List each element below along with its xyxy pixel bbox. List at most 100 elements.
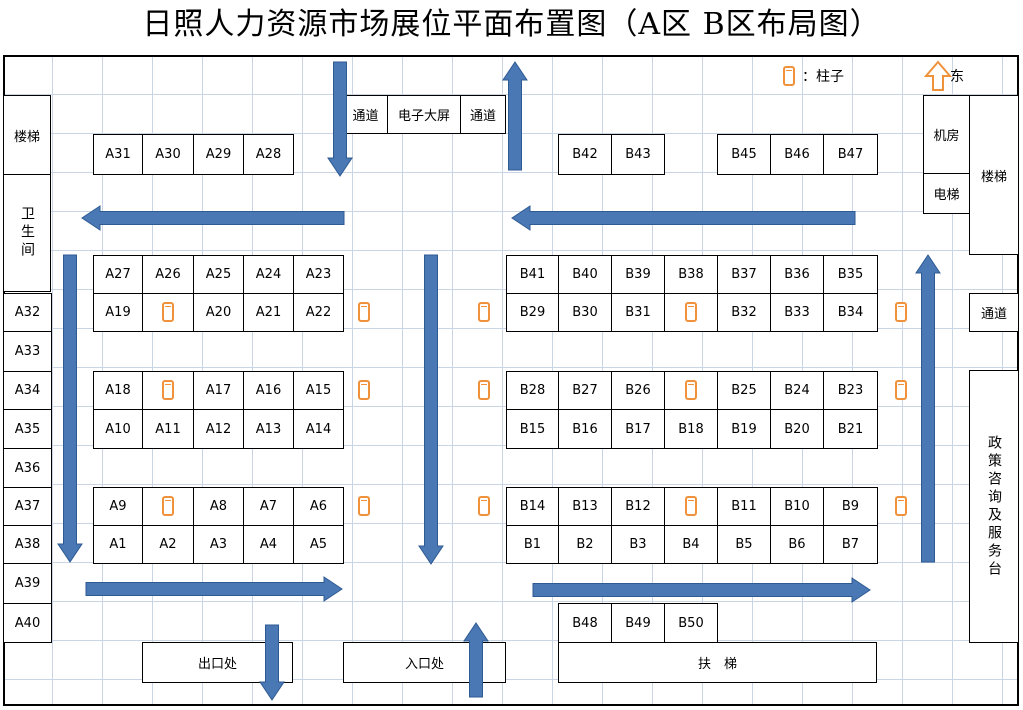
booth-b45: B45 [717,134,771,175]
electronic-screen: 电子大屏 [387,95,461,134]
booth-a7: A7 [243,487,294,526]
booth-b27: B27 [558,371,612,410]
booth-a22: A22 [293,293,344,332]
booth-a14: A14 [293,409,344,449]
booth-b30: B30 [558,293,612,332]
booth-a37: A37 [3,487,52,526]
toilet: 卫生间 [3,174,51,292]
booth-b13: B13 [558,487,612,526]
booth-b14: B14 [506,487,559,526]
pillar-icon [358,496,370,516]
booth-a23: A23 [293,255,344,294]
pillar-icon [783,66,795,86]
booth-a17: A17 [193,371,244,410]
booth-a27: A27 [93,255,143,294]
booth-a29: A29 [193,134,244,175]
service-desk: 政策咨询及服务台 [969,370,1019,643]
pillar-icon [161,496,174,516]
booth-b42: B42 [558,134,612,175]
booth-a9: A9 [93,487,143,526]
booth-b36: B36 [770,255,824,294]
pillar-icon [161,380,174,400]
booth-a1: A1 [93,525,143,564]
booth-b9: B9 [823,487,878,526]
booth-a38: A38 [3,525,52,564]
booth-b26: B26 [611,371,665,410]
machine-room: 机房 [923,95,970,174]
booth-a24: A24 [243,255,294,294]
booth-b48: B48 [558,603,612,643]
booth-b2: B2 [558,525,612,564]
booth-a31: A31 [93,134,143,175]
booth-a28: A28 [243,134,294,175]
booth-a5: A5 [293,525,344,564]
booth-a4: A4 [243,525,294,564]
pillar-icon [358,302,370,322]
booth-b1: B1 [506,525,559,564]
booth-a34: A34 [3,371,52,410]
exit: 出口处 [142,642,293,683]
booth-a39: A39 [3,563,52,604]
pillar-icon [895,380,907,400]
booth-b29: B29 [506,293,559,332]
booth-a26: A26 [142,255,194,294]
booth-b5: B5 [717,525,771,564]
booth-b17: B17 [611,409,665,449]
booth-b34: B34 [823,293,878,332]
booth-a10: A10 [93,409,143,449]
booth-b7: B7 [823,525,878,564]
pillar-icon [478,496,490,516]
booth-b11: B11 [717,487,771,526]
booth-a8: A8 [193,487,244,526]
booth-b50: B50 [664,603,718,643]
booth-b24: B24 [770,371,824,410]
booth-a12: A12 [193,409,244,449]
legend-pillar-label: ：柱子 [802,69,844,85]
booth-b33: B33 [770,293,824,332]
booth-b28: B28 [506,371,559,410]
booth-b38: B38 [664,255,718,294]
booth-b43: B43 [611,134,665,175]
pillar-icon [684,496,697,516]
booth-a18: A18 [93,371,143,410]
booth-a25: A25 [193,255,244,294]
channel-right: 通道 [969,293,1019,332]
pillar-icon [161,302,174,322]
booth-b41: B41 [506,255,559,294]
booth-a40: A40 [3,603,52,643]
booth-b40: B40 [558,255,612,294]
booth-a16: A16 [243,371,294,410]
legend-east-label: 东 [950,69,964,85]
pillar-icon [478,380,490,400]
booth-b35: B35 [823,255,878,294]
booth-a3: A3 [193,525,244,564]
booth-b6: B6 [770,525,824,564]
booth-b21: B21 [823,409,878,449]
booth-b4: B4 [664,525,718,564]
booth-a15: A15 [293,371,344,410]
booth-a35: A35 [3,409,52,449]
booth-b19: B19 [717,409,771,449]
booth-a19: A19 [93,293,143,332]
pillar-icon [895,496,907,516]
booth-b18: B18 [664,409,718,449]
page-title: 日照人力资源市场展位平面布置图（A区 B区布局图） [142,7,881,42]
pillar-icon [478,302,490,322]
booth-a21: A21 [243,293,294,332]
booth-b46: B46 [770,134,824,175]
stairs-right: 楼梯 [969,95,1019,255]
pillar-icon [895,302,907,322]
booth-b20: B20 [770,409,824,449]
booth-a32: A32 [3,293,52,332]
booth-b3: B3 [611,525,665,564]
booth-b16: B16 [558,409,612,449]
booth-a36: A36 [3,448,52,488]
escalator: 扶 梯 [558,642,877,683]
booth-b23: B23 [823,371,878,410]
booth-b32: B32 [717,293,771,332]
booth-a30: A30 [142,134,194,175]
booth-b47: B47 [823,134,878,175]
booth-b25: B25 [717,371,771,410]
booth-b31: B31 [611,293,665,332]
booth-b49: B49 [611,603,665,643]
